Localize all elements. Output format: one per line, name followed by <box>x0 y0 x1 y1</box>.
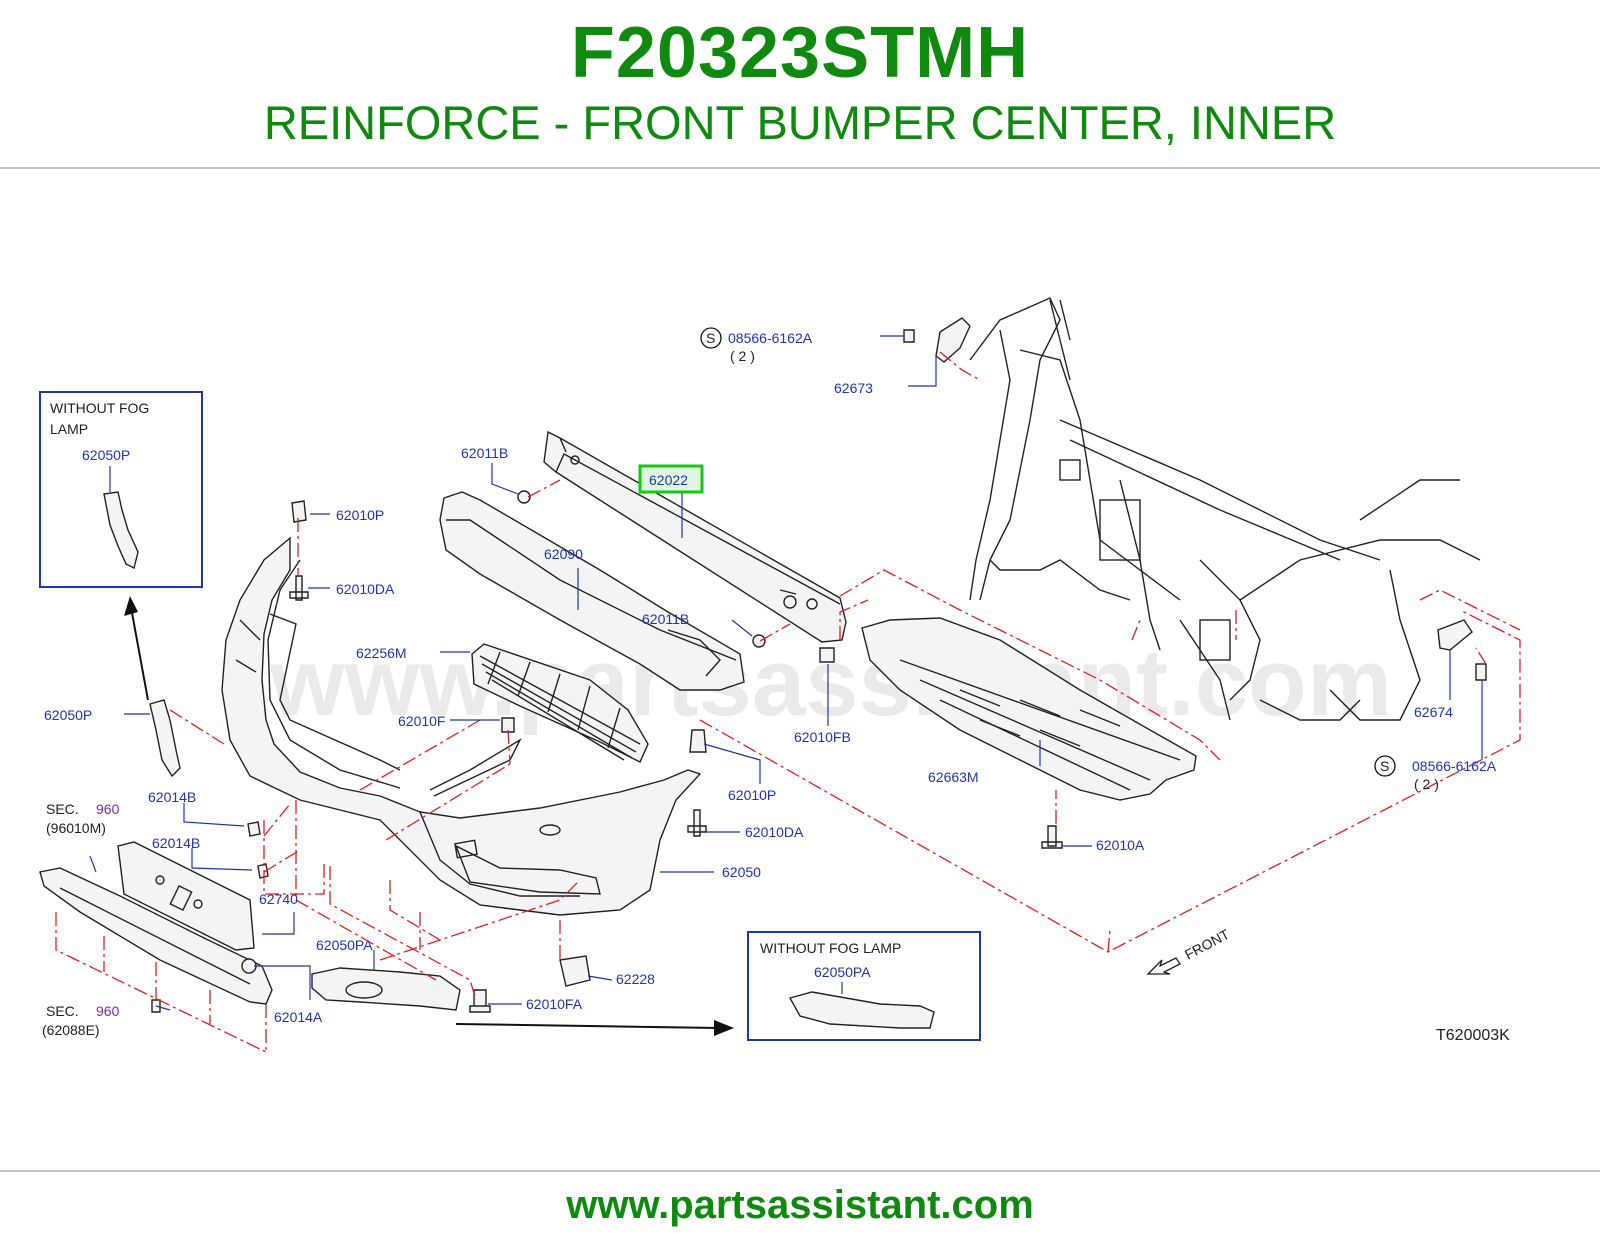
arrow-head-bottom <box>714 1020 734 1036</box>
callout-62050P[interactable]: 62050P <box>44 707 92 723</box>
bumper-fascia-62050-part <box>221 536 702 916</box>
part-name-subtitle: REINFORCE - FRONT BUMPER CENTER, INNER <box>263 96 1337 149</box>
callout-08566-6162A-top[interactable]: 08566-6162A <box>728 330 813 346</box>
license-bracket-62740-part <box>117 841 255 951</box>
callout-62010A[interactable]: 62010A <box>1096 837 1145 853</box>
undercover-62663M-part <box>861 617 1197 801</box>
screw-62014A <box>241 958 257 974</box>
callout-62010DA-right[interactable]: 62010DA <box>745 824 804 840</box>
callout-62673[interactable]: 62673 <box>834 380 873 396</box>
section-label-2: SEC. <box>46 1003 79 1019</box>
cap-62228-part <box>559 955 591 987</box>
page-header: F20323STMH REINFORCE - FRONT BUMPER CENT… <box>0 0 1600 168</box>
fog-cover-62050PA-part <box>311 967 461 1011</box>
screw-62010A <box>1041 825 1063 849</box>
inset-bottom-title: WITHOUT FOG LAMP <box>760 940 901 956</box>
callout-62050PA-inset[interactable]: 62050PA <box>814 964 871 980</box>
callout-62014B-lower[interactable]: 62014B <box>152 835 200 851</box>
callout-62050PA[interactable]: 62050PA <box>316 937 373 953</box>
fog-lamp-cover-inset-part <box>103 491 139 570</box>
clip-62014B-lower <box>257 863 269 879</box>
callout-62014B-upper[interactable]: 62014B <box>148 789 196 805</box>
bolt-08566-right <box>1475 663 1487 681</box>
s-symbol-right: S <box>1380 758 1389 774</box>
bolt-08566-top <box>903 329 915 343</box>
clip-62011B-upper <box>517 490 531 504</box>
inset-without-fog-lamp-bottom: WITHOUT FOG LAMP 62050PA <box>747 931 981 1041</box>
side-cover-62050P-part <box>149 699 181 778</box>
grille-62256M-part <box>471 643 649 763</box>
callout-62010P-right[interactable]: 62010P <box>728 787 776 803</box>
screw-62010DA-left <box>289 575 309 601</box>
callout-62011B-lower[interactable]: 62011B <box>642 611 689 627</box>
clip-62010P-right <box>689 729 707 753</box>
leader-lines <box>89 335 1483 1011</box>
section-label-1: SEC. <box>46 801 79 817</box>
section-ref-2: (62088E) <box>42 1022 100 1038</box>
clip-62010FA <box>469 989 491 1013</box>
drawing-code: T620003K <box>1436 1027 1510 1044</box>
clip-62010P-left <box>291 500 307 523</box>
front-direction-indicator: FRONT <box>1146 926 1232 975</box>
qty-08566-top: ( 2 ) <box>730 348 755 364</box>
bracket-62673-part <box>935 317 971 363</box>
absorber-62090-part <box>439 491 745 691</box>
screw-62010DA-right <box>687 809 707 837</box>
callout-62228[interactable]: 62228 <box>616 971 655 987</box>
highlight-box-62022 <box>638 464 704 494</box>
inset-without-fog-lamp-left: WITHOUT FOG LAMP 62050P <box>39 391 203 588</box>
callout-62014A[interactable]: 62014A <box>274 1009 323 1025</box>
header-divider <box>0 167 1600 169</box>
section-ref-1: (96010M) <box>46 820 106 836</box>
qty-08566-right: ( 2 ) <box>1414 776 1439 792</box>
website-footer[interactable]: www.partsassistant.com <box>566 1183 1034 1227</box>
standard-part-symbol-right <box>1374 755 1396 777</box>
callout-62011B-upper[interactable]: 62011B <box>461 445 508 461</box>
callout-62663M[interactable]: 62663M <box>928 769 979 785</box>
standard-part-symbol-top <box>700 327 722 349</box>
section-number-1[interactable]: 960 <box>96 801 120 817</box>
callout-62010F[interactable]: 62010F <box>398 713 445 729</box>
callout-62010P-left[interactable]: 62010P <box>336 507 384 523</box>
bracket-62674-part <box>1437 619 1473 651</box>
callout-62010DA-left[interactable]: 62010DA <box>336 581 395 597</box>
clip-62010FB <box>819 647 835 663</box>
clip-62014B-upper <box>247 821 261 837</box>
lower-spoiler-part <box>39 867 273 1005</box>
arrow-to-inset-bottom <box>455 1023 721 1029</box>
front-arrow-icon <box>1146 957 1181 975</box>
clip-62010F <box>501 717 515 733</box>
section-number-2[interactable]: 960 <box>96 1003 120 1019</box>
callout-62090[interactable]: 62090 <box>544 546 583 562</box>
arrow-to-inset-left <box>129 601 149 701</box>
clip-62011B-lower <box>752 634 766 648</box>
callout-62022[interactable]: 62022 <box>649 472 688 488</box>
callout-62740[interactable]: 62740 <box>259 891 298 907</box>
callout-62010FB[interactable]: 62010FB <box>794 729 851 745</box>
callout-08566-6162A-right[interactable]: 08566-6162A <box>1412 758 1497 774</box>
inset-left-title-line2: LAMP <box>50 421 88 437</box>
front-label: FRONT <box>1182 926 1232 963</box>
part-number-title: F20323STMH <box>570 13 1030 93</box>
callout-62050P-inset[interactable]: 62050P <box>82 447 130 463</box>
assembly-lines <box>55 351 1521 1053</box>
footer-divider <box>0 1170 1600 1172</box>
inset-left-title-line1: WITHOUT FOG <box>50 400 149 416</box>
arrow-head-left <box>124 596 138 616</box>
watermark-text: www.partsassistant.com <box>269 629 1392 736</box>
callout-62010FA[interactable]: 62010FA <box>526 996 583 1012</box>
front-body-structure <box>969 297 1481 721</box>
s-symbol-top: S <box>706 330 715 346</box>
callout-62050[interactable]: 62050 <box>722 864 761 880</box>
callout-62674[interactable]: 62674 <box>1414 704 1453 720</box>
callout-62256M[interactable]: 62256M <box>356 645 407 661</box>
